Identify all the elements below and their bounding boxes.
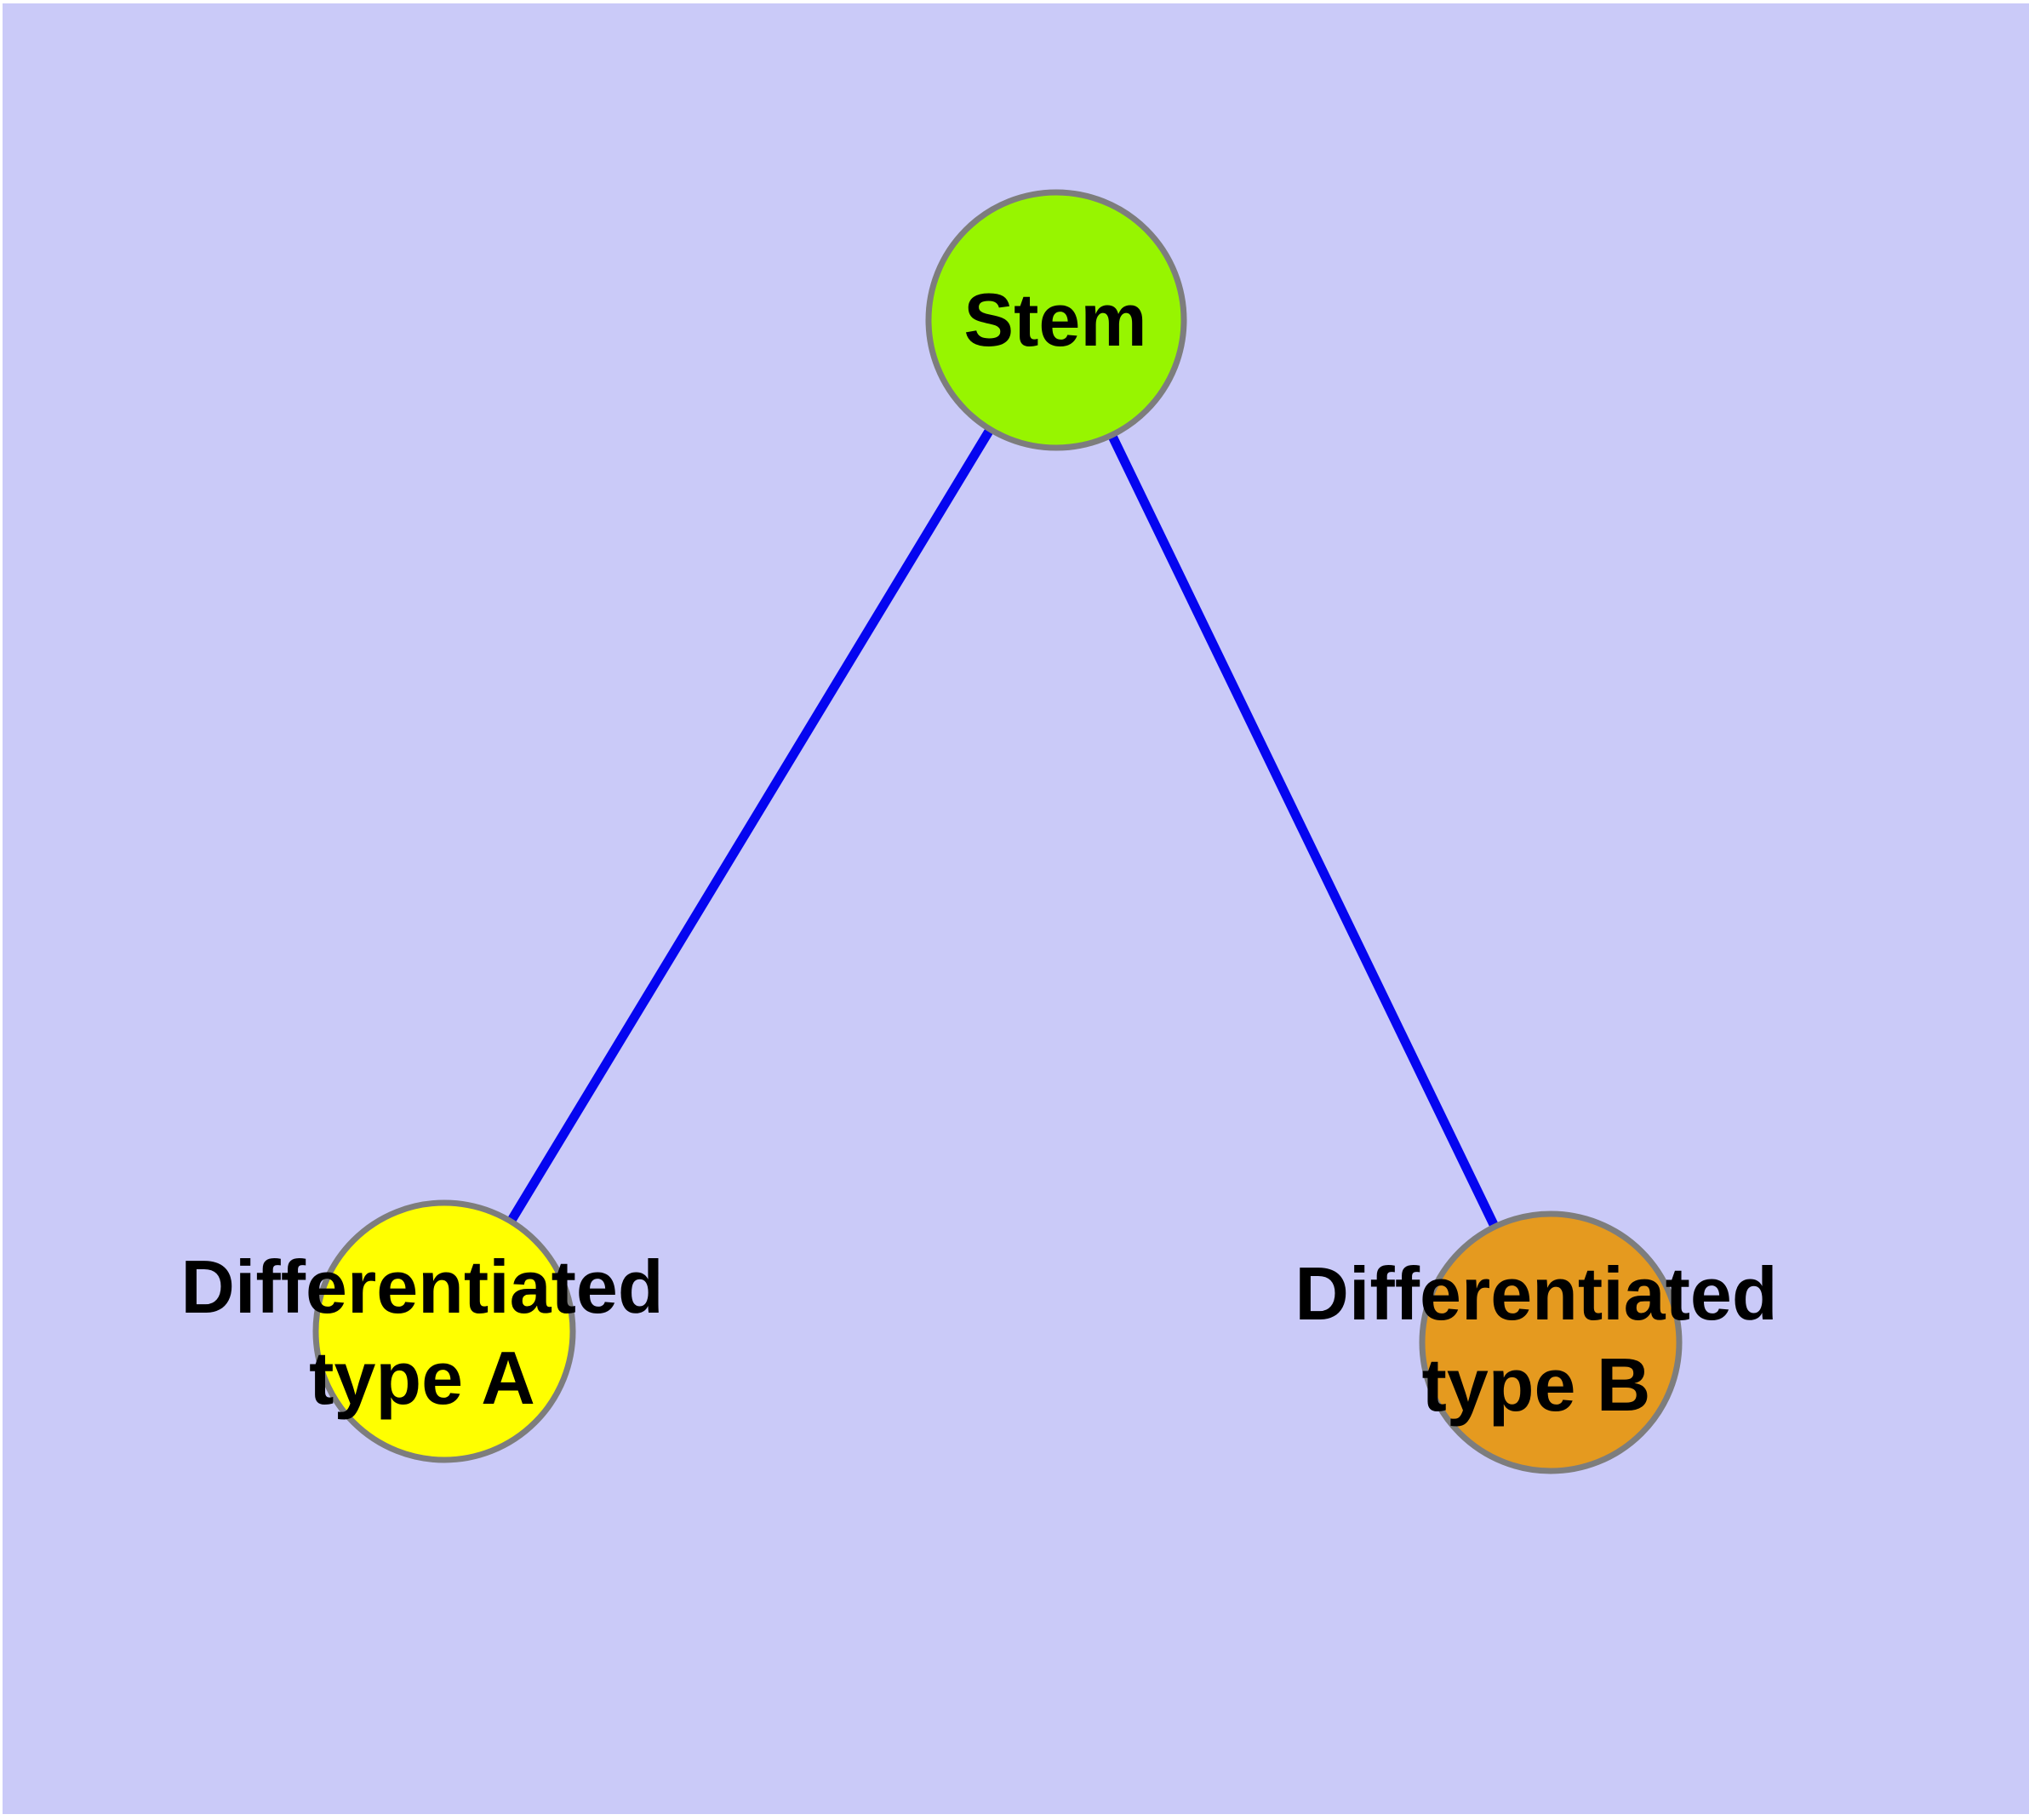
node-differentiated-type-a-label: Differentiated type A — [180, 1245, 664, 1420]
node-differentiated-type-b-circle[interactable] — [1419, 1210, 1683, 1474]
edge-stem-to-type-b[interactable] — [1052, 318, 1555, 1345]
node-stem-circle[interactable] — [925, 189, 1187, 451]
node-differentiated-type-b-label: Differentiated type B — [1295, 1251, 1778, 1427]
node-stem-label: Stem — [963, 278, 1147, 362]
node-differentiated-type-a-circle[interactable] — [312, 1199, 576, 1463]
edge-stem-to-type-a[interactable] — [440, 318, 1060, 1334]
